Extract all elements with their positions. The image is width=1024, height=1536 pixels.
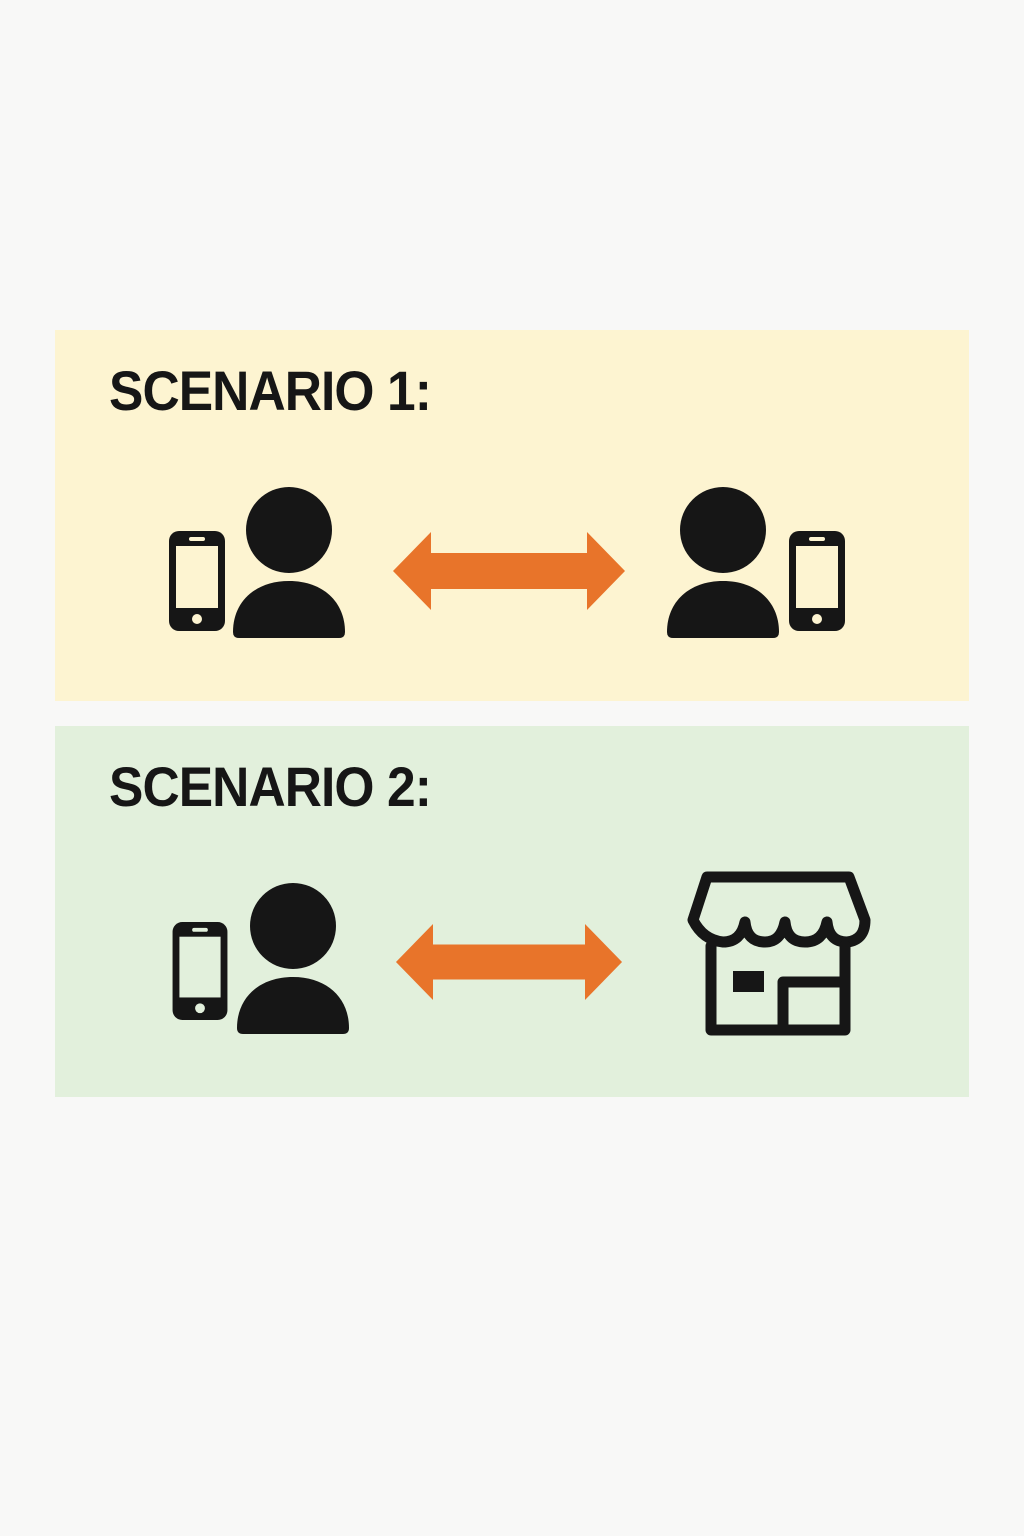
person-icon (235, 883, 351, 1035)
scenario-1-title: SCENARIO 1: (109, 359, 432, 422)
smartphone-icon (789, 531, 845, 631)
double-arrow-icon (393, 532, 625, 610)
smartphone-icon (169, 531, 225, 631)
double-arrow-icon (393, 924, 625, 1000)
person-icon (231, 487, 347, 639)
smartphone-icon (172, 922, 228, 1020)
scenario-2-title: SCENARIO 2: (109, 755, 432, 818)
scenario-2-panel: SCENARIO 2: (55, 726, 969, 1097)
scenario-1-panel: SCENARIO 1: (55, 330, 969, 701)
storefront-icon (685, 870, 871, 1036)
person-icon (665, 487, 781, 639)
